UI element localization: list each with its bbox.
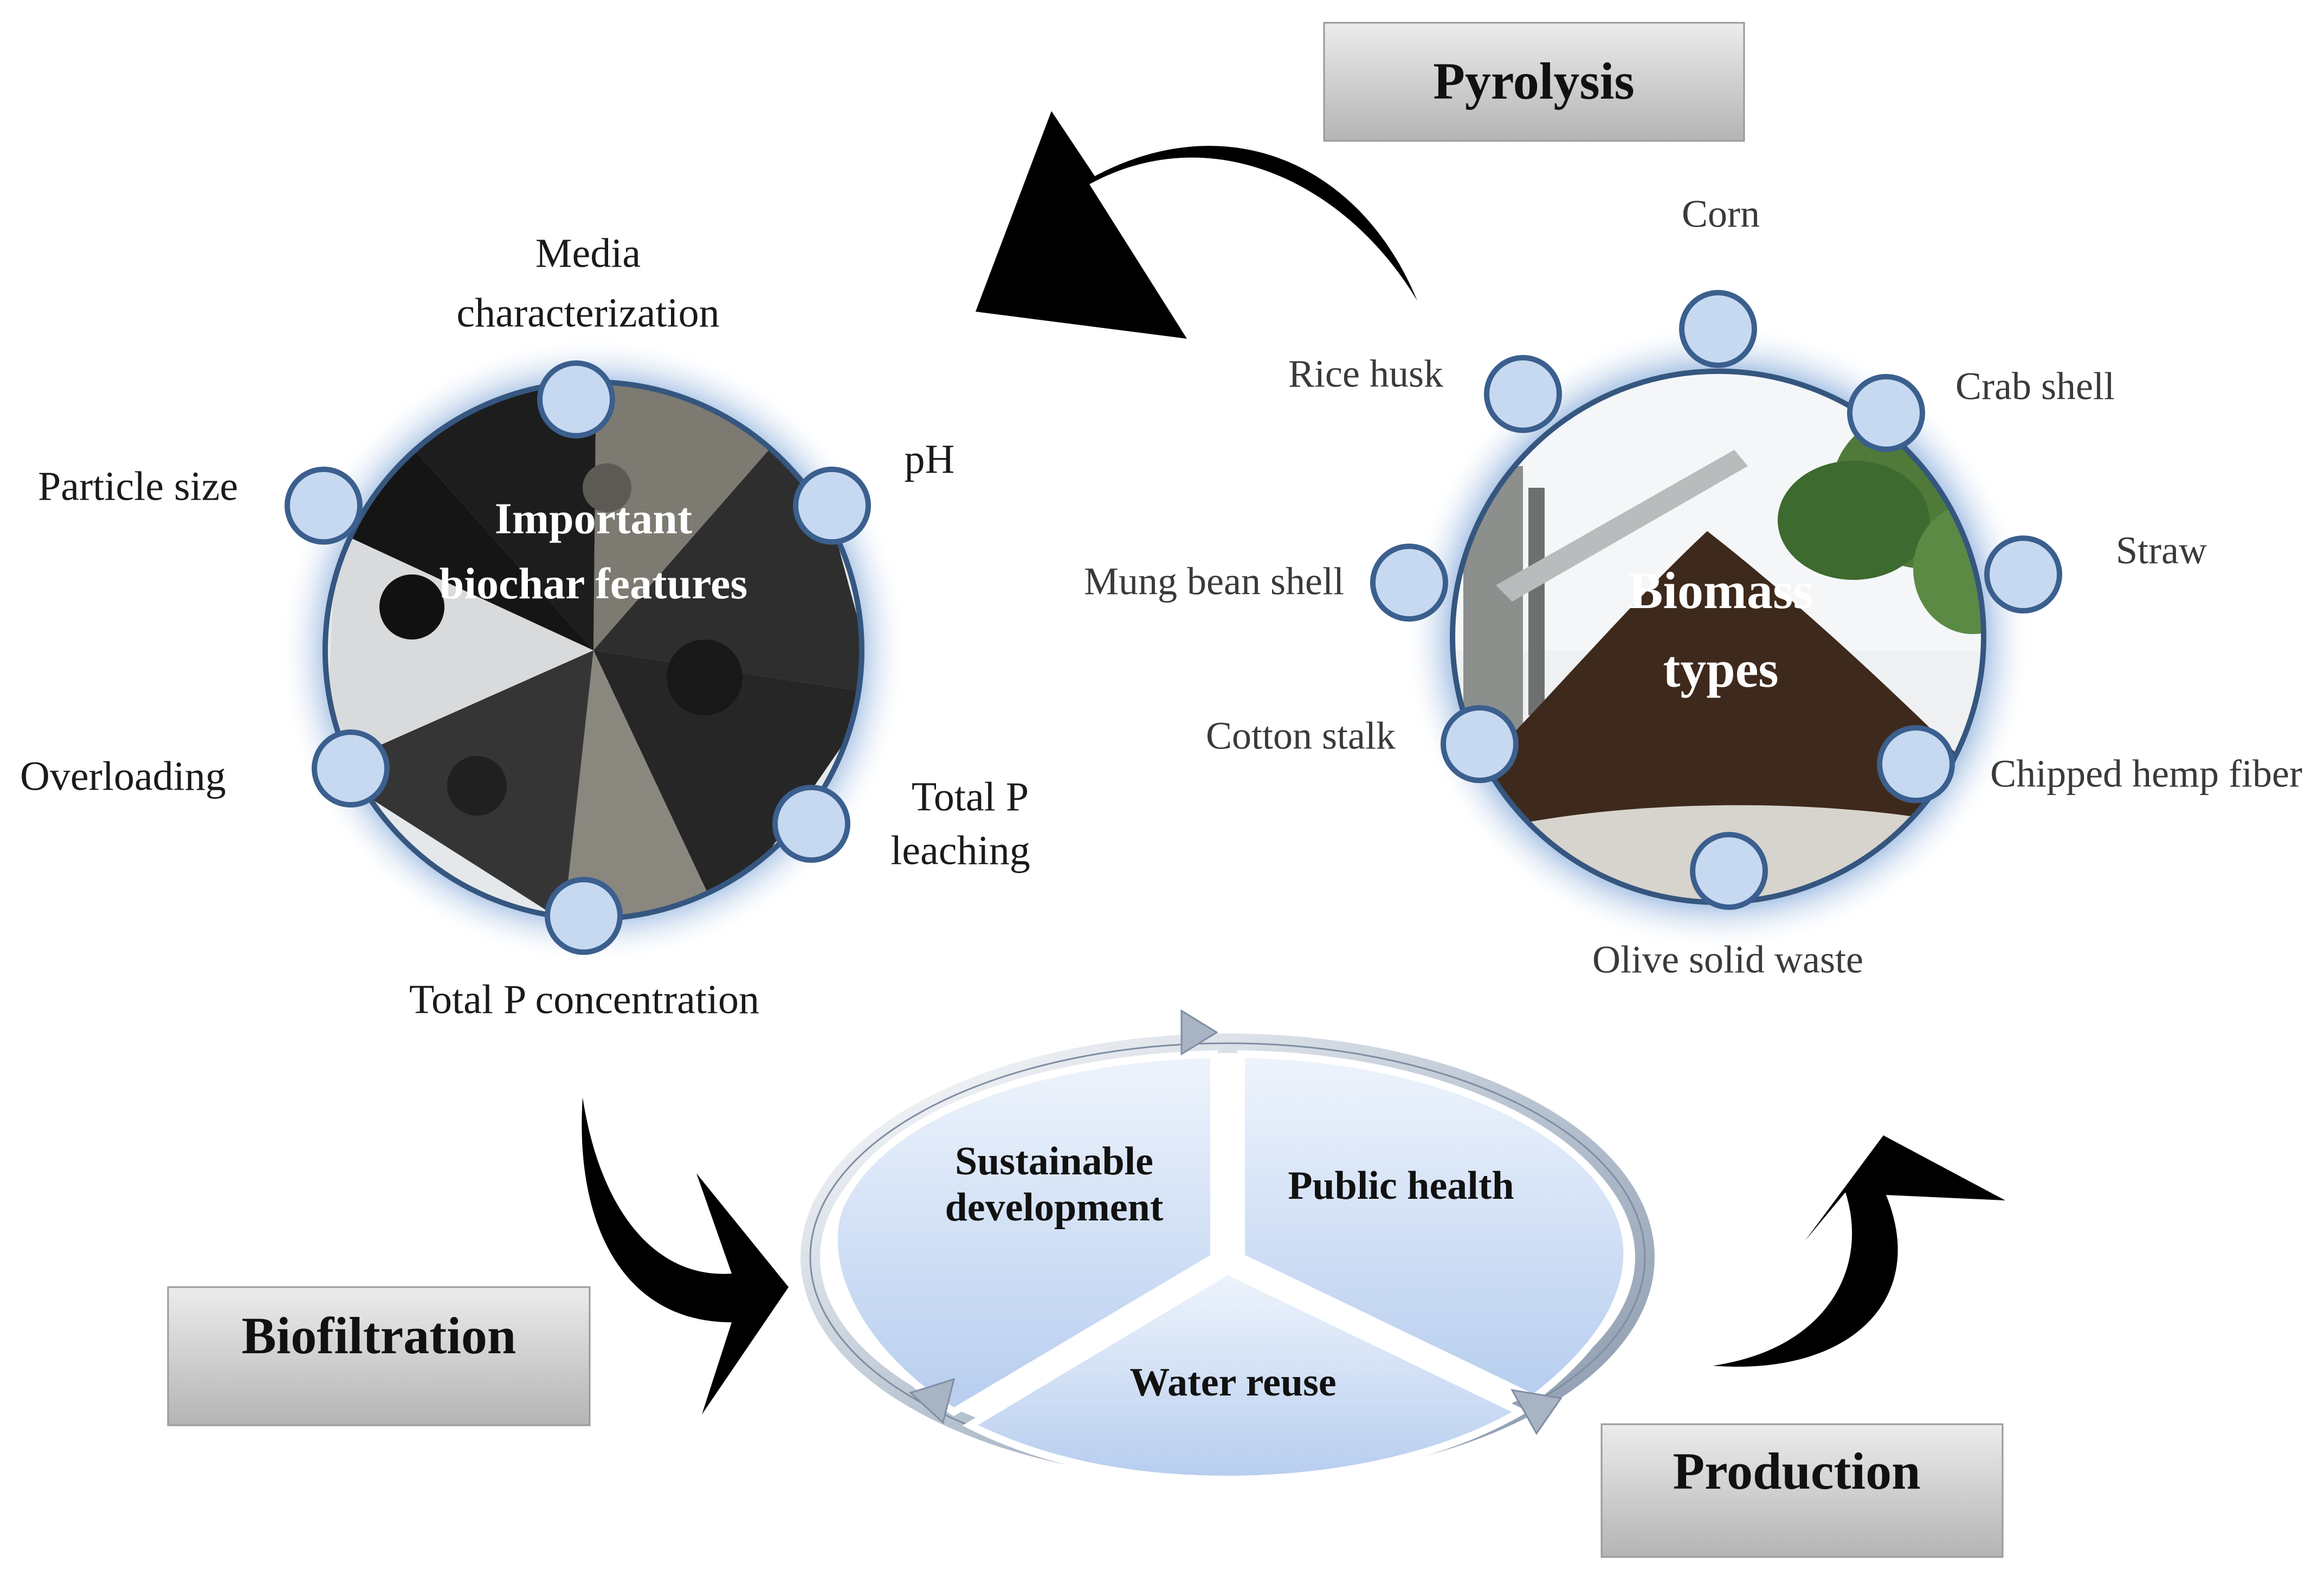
pyrolysis-stage-box: Pyrolysis bbox=[1323, 22, 1745, 142]
biochar-feature-labels: Media characterization pH Particle size … bbox=[20, 230, 1030, 1022]
label-water-reuse: Water reuse bbox=[1129, 1360, 1337, 1405]
cycle-arrowhead-right bbox=[1510, 1389, 1563, 1435]
label-straw: Straw bbox=[2116, 529, 2207, 572]
label-sustainable-line1: Sustainable bbox=[955, 1139, 1153, 1184]
label-cotton-stalk: Cotton stalk bbox=[1206, 714, 1396, 758]
label-crab-shell: Crab shell bbox=[1955, 365, 2115, 408]
node-total-p-leaching bbox=[772, 785, 850, 863]
label-media-line2: characterization bbox=[456, 290, 719, 335]
node-cotton-stalk bbox=[1441, 705, 1519, 783]
production-label: Production bbox=[1673, 1442, 1921, 1500]
label-public-health: Public health bbox=[1288, 1164, 1514, 1208]
node-corn bbox=[1679, 290, 1757, 368]
biochar-features-hub: Important biochar features bbox=[279, 336, 908, 965]
production-stage-box: Production bbox=[1600, 1423, 2004, 1558]
segment-water-reuse bbox=[962, 1267, 1528, 1484]
label-olive-solid-waste: Olive solid waste bbox=[1592, 938, 1863, 981]
node-olive-solid-waste bbox=[1690, 832, 1768, 910]
biomass-type-labels: Corn Rice husk Crab shell Straw Mung bea… bbox=[1084, 192, 2302, 981]
benefits-cycle: Sustainable development Public health Wa… bbox=[801, 1009, 1655, 1484]
biofiltration-arrow bbox=[582, 1097, 789, 1414]
biochar-photo bbox=[325, 382, 862, 919]
node-media-characterization bbox=[537, 360, 615, 438]
label-rice-husk: Rice husk bbox=[1288, 352, 1443, 396]
label-corn: Corn bbox=[1682, 192, 1760, 236]
label-media-line1: Media bbox=[535, 230, 641, 276]
segment-sustainable-development bbox=[830, 1050, 1218, 1417]
node-chipped-hemp-fiber bbox=[1877, 725, 1955, 803]
node-rice-husk bbox=[1484, 355, 1562, 433]
label-total-p-concentration: Total P concentration bbox=[409, 977, 759, 1022]
label-mung-bean-shell: Mung bean shell bbox=[1084, 560, 1344, 603]
biofiltration-label: Biofiltration bbox=[242, 1307, 517, 1365]
label-ph: pH bbox=[905, 436, 955, 482]
cycle-arrowhead-top bbox=[1180, 1009, 1218, 1056]
biochar-feature-nodes bbox=[285, 360, 871, 955]
node-straw bbox=[1984, 535, 2062, 613]
biochar-title-line1: Important bbox=[495, 494, 692, 543]
pyrolysis-label: Pyrolysis bbox=[1433, 52, 1635, 110]
label-chipped-hemp-fiber: Chipped hemp fiber bbox=[1990, 752, 2302, 796]
label-total-p-leaching-line2: leaching bbox=[890, 828, 1030, 873]
biomass-type-nodes bbox=[1370, 290, 2062, 910]
biofiltration-stage-box: Biofiltration bbox=[167, 1286, 591, 1426]
cycle-arrowhead-left bbox=[909, 1378, 956, 1424]
pyrolysis-arrow bbox=[976, 111, 1417, 339]
label-sustainable-line2: development bbox=[945, 1185, 1164, 1230]
biochar-title-line2: biochar features bbox=[440, 559, 748, 608]
node-mung-bean-shell bbox=[1370, 544, 1448, 622]
node-overloading bbox=[312, 729, 390, 807]
node-particle-size bbox=[285, 467, 363, 545]
label-overloading: Overloading bbox=[20, 753, 226, 799]
node-crab-shell bbox=[1847, 374, 1925, 452]
production-arrow bbox=[1713, 1135, 2005, 1367]
node-ph bbox=[793, 467, 871, 545]
biomass-title-line1: Biomass bbox=[1628, 561, 1813, 619]
biomass-title-line2: types bbox=[1663, 640, 1778, 698]
label-particle-size: Particle size bbox=[38, 463, 238, 509]
segment-public-health bbox=[1237, 1050, 1631, 1403]
node-total-p-concentration bbox=[545, 877, 623, 955]
label-total-p-leaching-line1: Total P bbox=[912, 774, 1029, 819]
